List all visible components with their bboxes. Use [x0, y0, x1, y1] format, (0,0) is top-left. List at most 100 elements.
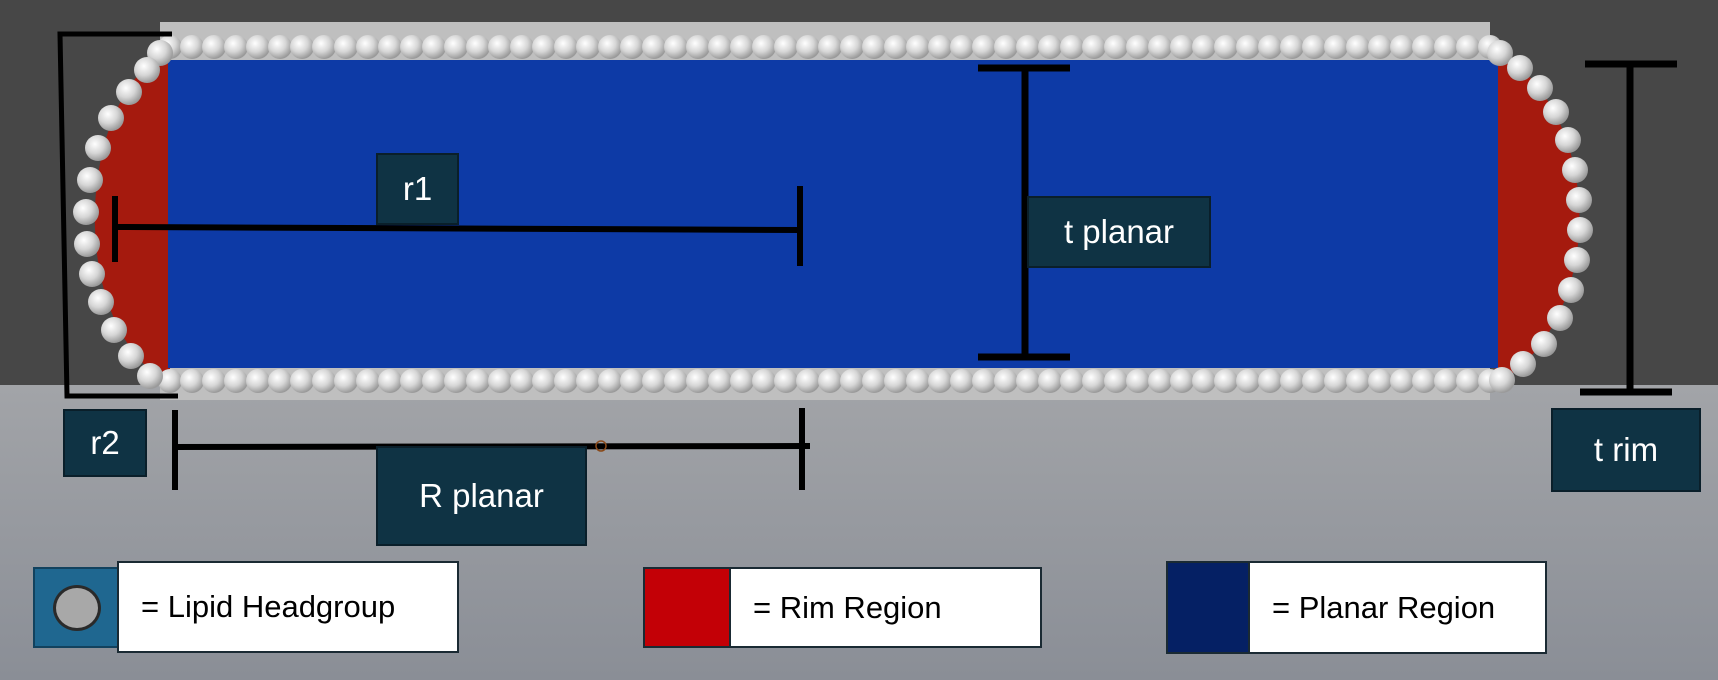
lipid-headgroup-bead — [730, 35, 754, 59]
r2-bracket — [57, 31, 178, 399]
lipid-headgroup-bead — [1566, 187, 1592, 213]
lipid-headgroup-bead — [950, 369, 974, 393]
lipid-headgroup-bead — [1547, 305, 1573, 331]
lipid-headgroup-bead — [598, 369, 622, 393]
lipid-headgroup-bead — [400, 369, 424, 393]
label-t-rim: t rim — [1551, 408, 1701, 492]
lipid-headgroup-bead — [400, 35, 424, 59]
lipid-headgroup-bead — [268, 35, 292, 59]
lipid-headgroup-bead — [180, 35, 204, 59]
lipid-headgroup-bead — [1507, 55, 1533, 81]
legend-planar-swatch — [1166, 561, 1252, 654]
lipid-headgroup-bead — [1564, 247, 1590, 273]
lipid-headgroup-bead — [774, 35, 798, 59]
lipid-headgroup-bead — [1527, 75, 1553, 101]
lipid-headgroup-bead — [708, 369, 732, 393]
lipid-headgroup-bead — [1170, 35, 1194, 59]
lipid-headgroup-bead — [642, 35, 666, 59]
lipid-headgroup-bead — [620, 369, 644, 393]
lipid-headgroup-bead — [1456, 369, 1480, 393]
lipid-headgroup-bead — [1510, 351, 1536, 377]
lipid-headgroup-bead — [884, 369, 908, 393]
lipid-headgroup-bead — [1258, 35, 1282, 59]
lipid-headgroup-bead — [246, 35, 270, 59]
lipid-headgroup-bead — [290, 35, 314, 59]
lipid-headgroup-bead — [466, 369, 490, 393]
lipid-headgroup-bead — [488, 369, 512, 393]
lipid-headgroup-bead — [796, 369, 820, 393]
lipid-headgroup-bead — [1126, 369, 1150, 393]
lipid-headgroup-bead — [1412, 35, 1436, 59]
lipid-headgroup-bead — [752, 369, 776, 393]
lipid-headgroup-bead — [554, 35, 578, 59]
lipid-headgroup-bead — [1016, 369, 1040, 393]
lipid-headgroup-bead — [73, 199, 99, 225]
lipid-headgroup-bead — [576, 35, 600, 59]
lipid-headgroup-bead — [1016, 35, 1040, 59]
lipid-headgroup-bead — [116, 79, 142, 105]
lipid-headgroup-bead — [752, 35, 776, 59]
lipid-headgroup-bead — [730, 369, 754, 393]
lipid-headgroup-bead — [1434, 369, 1458, 393]
lipid-headgroup-bead — [1038, 35, 1062, 59]
lipid-headgroup-bead — [950, 35, 974, 59]
lipid-headgroup-icon — [53, 585, 101, 631]
lipid-headgroup-bead — [98, 105, 124, 131]
lipid-headgroup-bead — [598, 35, 622, 59]
lipid-headgroup-bead — [532, 35, 556, 59]
lipid-headgroup-bead — [1170, 369, 1194, 393]
lipid-headgroup-bead — [994, 35, 1018, 59]
lipid-headgroup-bead — [118, 343, 144, 369]
lipid-headgroup-bead — [1148, 35, 1172, 59]
lipid-headgroup-bead — [818, 369, 842, 393]
lipid-headgroup-bead — [818, 35, 842, 59]
lipid-headgroup-bead — [1148, 369, 1172, 393]
small-marker — [595, 440, 607, 452]
lipid-headgroup-bead — [1489, 367, 1515, 393]
lipid-headgroup-bead — [378, 369, 402, 393]
lipid-headgroup-bead — [1390, 35, 1414, 59]
lipid-headgroup-bead — [1082, 369, 1106, 393]
lipid-headgroup-bead — [1060, 369, 1084, 393]
label-r2: r2 — [63, 409, 147, 477]
lipid-headgroup-bead — [1104, 35, 1128, 59]
lipid-headgroup-bead — [290, 369, 314, 393]
lipid-headgroup-bead — [1060, 35, 1084, 59]
lipid-headgroup-bead — [466, 35, 490, 59]
lipid-headgroup-bead — [1302, 35, 1326, 59]
lipid-headgroup-bead — [510, 35, 534, 59]
lipid-headgroup-bead — [928, 35, 952, 59]
lipid-headgroup-bead — [488, 35, 512, 59]
lipid-headgroup-bead — [708, 35, 732, 59]
lipid-headgroup-bead — [444, 35, 468, 59]
legend-headgroup-text: = Lipid Headgroup — [117, 561, 459, 653]
lipid-headgroup-bead — [1280, 35, 1304, 59]
legend-planar-text: = Planar Region — [1248, 561, 1547, 654]
lipid-headgroup-bead — [1487, 40, 1513, 66]
lipid-headgroup-bead — [1192, 35, 1216, 59]
lipid-headgroup-bead — [1214, 369, 1238, 393]
lipid-headgroup-bead — [1302, 369, 1326, 393]
lipid-headgroup-bead — [1082, 35, 1106, 59]
legend-rim-text: = Rim Region — [729, 567, 1042, 648]
lipid-headgroup-bead — [664, 369, 688, 393]
lipid-headgroup-bead — [862, 35, 886, 59]
lipid-headgroup-bead — [1456, 35, 1480, 59]
lipid-headgroup-bead — [774, 369, 798, 393]
label-t-planar: t planar — [1027, 196, 1211, 268]
lipid-headgroup-bead — [224, 35, 248, 59]
r1-line — [114, 224, 801, 233]
lipid-headgroup-bead — [312, 369, 336, 393]
lipid-headgroup-bead — [268, 369, 292, 393]
lipid-headgroup-bead — [840, 35, 864, 59]
lipid-headgroup-bead — [1368, 35, 1392, 59]
lipid-headgroup-bead — [134, 57, 160, 83]
lipid-headgroup-bead — [1214, 35, 1238, 59]
lipid-headgroup-bead — [334, 369, 358, 393]
lipid-headgroup-bead — [1390, 369, 1414, 393]
lipid-headgroup-bead — [101, 317, 127, 343]
lipid-headgroup-bead — [356, 369, 380, 393]
lipid-headgroup-bead — [554, 369, 578, 393]
lipid-headgroup-bead — [334, 35, 358, 59]
lipid-headgroup-bead — [1555, 127, 1581, 153]
